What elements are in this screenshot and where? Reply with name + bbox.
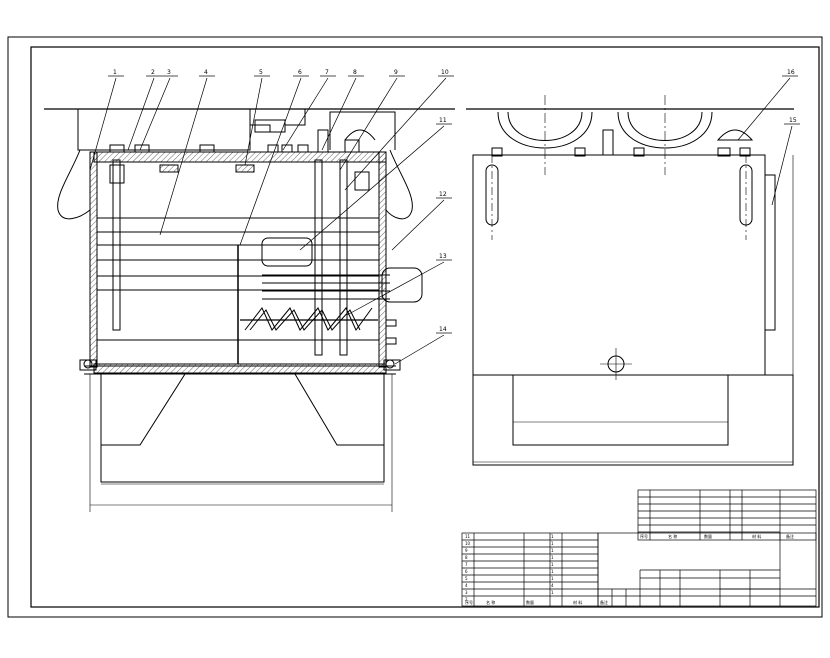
- callout-10: 10: [441, 69, 449, 76]
- tb-row-no: 3: [465, 590, 468, 595]
- callout-14: 14: [439, 326, 447, 333]
- stand-leg-left: [101, 373, 186, 446]
- callout-3: 3: [167, 69, 171, 76]
- side-stand-inner: [512, 375, 729, 446]
- side-view: [466, 75, 800, 466]
- tb-row-no: 7: [465, 562, 468, 567]
- tb-footer-material: 材 料: [573, 599, 582, 605]
- top-equipment: [77, 109, 251, 151]
- callout-5: 5: [259, 69, 263, 76]
- tb-row-qty: 1: [551, 576, 554, 581]
- tb-row-no: 10: [465, 541, 471, 546]
- corner-nut: [383, 359, 401, 371]
- front-view: [44, 75, 455, 512]
- left-bracket: [57, 149, 91, 220]
- side-callouts: 16 15: [787, 69, 797, 124]
- callout-16: 16: [787, 69, 795, 76]
- tb-row-qty: 1: [551, 548, 554, 553]
- leader-lines: [89, 77, 447, 365]
- callout-4: 4: [204, 69, 208, 76]
- tb-row-qty: 1: [551, 590, 554, 595]
- title-block-text: 序号 名 称 数量 材 料 备注 1 1 1 1 1 1 1 4 1 11 10…: [465, 533, 794, 605]
- callout-12: 12: [439, 191, 447, 198]
- tank-bottom-plate: [93, 363, 387, 374]
- tb-upper-footer-no: 序号: [640, 533, 648, 539]
- tb-row-no: 11: [465, 534, 471, 539]
- signoff-block: [597, 532, 817, 607]
- tb-row-no: 8: [465, 555, 468, 560]
- tb-row-no: 2: [465, 597, 468, 602]
- fitting: [385, 337, 397, 345]
- tb-footer-remark: 备注: [600, 599, 608, 605]
- callout-7: 7: [325, 69, 329, 76]
- tb-row-qty: 1: [551, 555, 554, 560]
- tb-upper-footer-remark: 备注: [786, 533, 794, 539]
- side-tank-body: [472, 154, 766, 376]
- tb-row-qty: 1: [551, 562, 554, 567]
- outer-heater-cap: [381, 267, 423, 303]
- side-panel: [764, 174, 776, 331]
- corner-bolt: [385, 359, 395, 369]
- tb-row-no: 6: [465, 569, 468, 574]
- stand-leg-right: [294, 373, 384, 446]
- front-callouts: 1 2 3 4 5 6 7 8 9 10 11 12 13 14: [113, 69, 449, 333]
- callout-11: 11: [439, 117, 447, 124]
- tb-row-qty: 4: [551, 583, 554, 588]
- side-stand: [472, 374, 794, 466]
- tb-footer-qty: 数量: [526, 599, 534, 605]
- heater-body: [261, 237, 313, 267]
- outer-border: [7, 36, 823, 618]
- callout-15: 15: [789, 117, 797, 124]
- valve-dome: [344, 129, 376, 141]
- callout-13: 13: [439, 253, 447, 260]
- callout-8: 8: [353, 69, 357, 76]
- stand-frame: [100, 374, 385, 483]
- flange-block: [254, 119, 286, 133]
- right-bracket: [385, 149, 413, 220]
- callout-9: 9: [394, 69, 398, 76]
- tb-row-no: 4: [465, 583, 468, 588]
- callout-1: 1: [113, 69, 117, 76]
- parts-list-upper: [637, 489, 817, 541]
- tb-upper-footer-name: 名 称: [668, 533, 677, 539]
- valve-cap: [716, 129, 754, 141]
- tb-row-no: 9: [465, 548, 468, 553]
- tb-upper-footer-qty: 数量: [704, 533, 712, 539]
- tb-row-no: 5: [465, 576, 468, 581]
- callout-6: 6: [298, 69, 302, 76]
- tb-footer-no: 序号: [465, 599, 473, 605]
- screw-conveyor: [240, 307, 378, 331]
- inner-border: [30, 46, 820, 608]
- corner-nut: [79, 359, 97, 371]
- tb-row-qty: 1: [551, 534, 554, 539]
- tank-left-wall: [89, 151, 98, 368]
- pipe-saddle-1: [497, 111, 593, 149]
- tb-footer-name: 名 称: [486, 599, 495, 605]
- tb-row-qty: 1: [551, 541, 554, 546]
- tank-right-wall: [378, 151, 387, 368]
- fitting: [385, 319, 397, 327]
- vertical-rod: [314, 159, 323, 356]
- top-valve-housing: [329, 111, 396, 150]
- tb-row-qty: 1: [551, 569, 554, 574]
- callout-2: 2: [151, 69, 155, 76]
- title-block: [461, 489, 817, 607]
- parts-list-lower: [461, 532, 599, 607]
- callout-underlines: [108, 75, 454, 334]
- vertical-rod: [112, 159, 121, 331]
- pipe-saddle-2: [617, 111, 713, 149]
- tb-upper-footer-material: 材 料: [752, 533, 761, 539]
- vertical-rod: [339, 159, 348, 356]
